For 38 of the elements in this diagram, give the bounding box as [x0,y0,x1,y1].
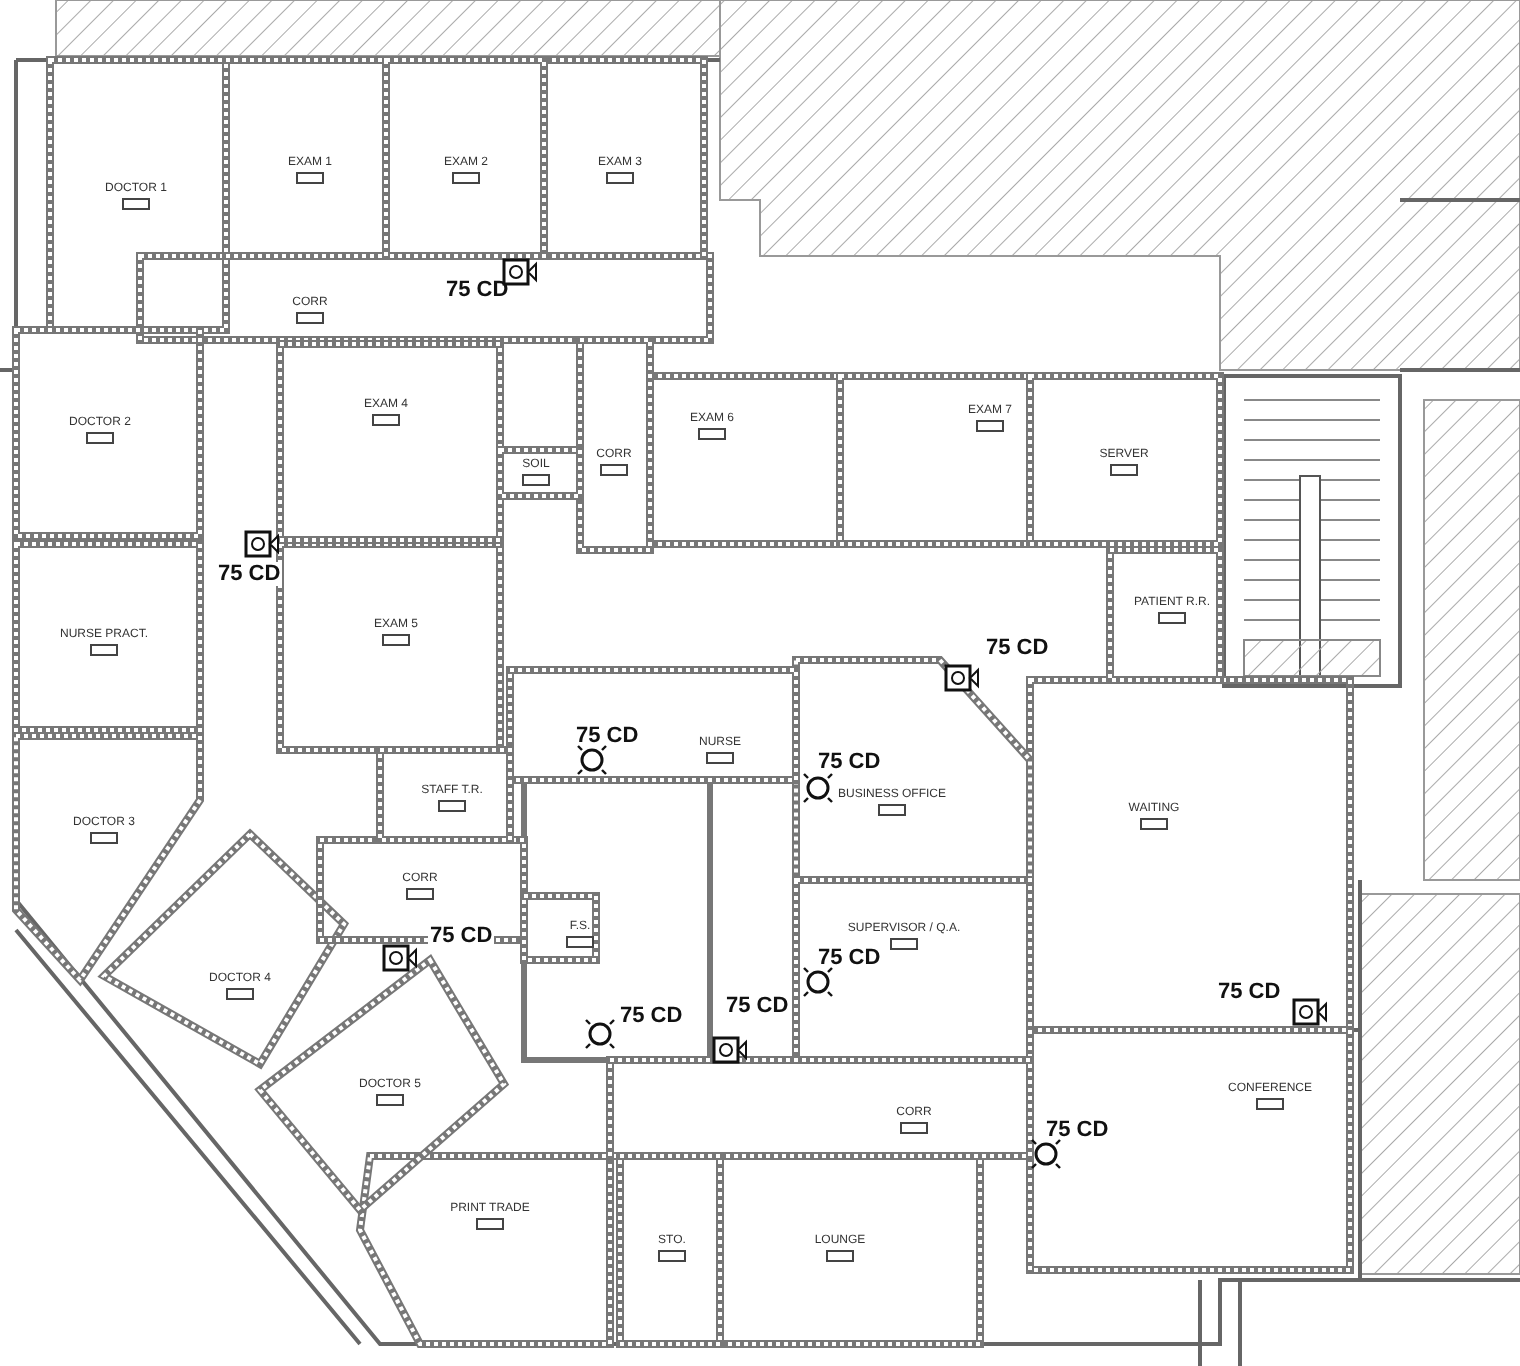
device-rating-label: 75 CD [618,1004,685,1028]
room [16,544,200,730]
room [720,1156,980,1344]
room [544,60,704,256]
device-rating-label: 75 CD [724,994,791,1018]
room [386,60,544,256]
device-rating-label: 75 CD [444,278,511,302]
room [580,340,650,550]
device-rating-label: 75 CD [984,636,1051,660]
room [610,1060,1030,1156]
room [360,1156,610,1344]
room [650,376,840,544]
room [380,750,510,840]
room [16,330,200,536]
device-rating-label: 75 CD [1216,980,1283,1004]
room [50,60,226,330]
room [320,840,524,940]
device-rating-label: 75 CD [1044,1118,1111,1142]
device-rating-label: 75 CD [574,724,641,748]
room [1030,1030,1350,1270]
room [524,896,596,960]
room [1110,550,1220,680]
room [1030,376,1220,544]
room [500,450,580,496]
room [140,256,710,340]
room [620,1156,720,1344]
room [796,880,1030,1060]
room [1030,680,1350,1030]
device-rating-label: 75 CD [428,924,495,948]
device-rating-label: 75 CD [216,562,283,586]
room [280,344,500,540]
room [840,376,1030,544]
room [796,660,1030,880]
device-rating-label: 75 CD [816,750,883,774]
room [510,670,796,780]
device-rating-label: 75 CD [816,946,883,970]
room [226,60,386,256]
room [280,544,500,750]
